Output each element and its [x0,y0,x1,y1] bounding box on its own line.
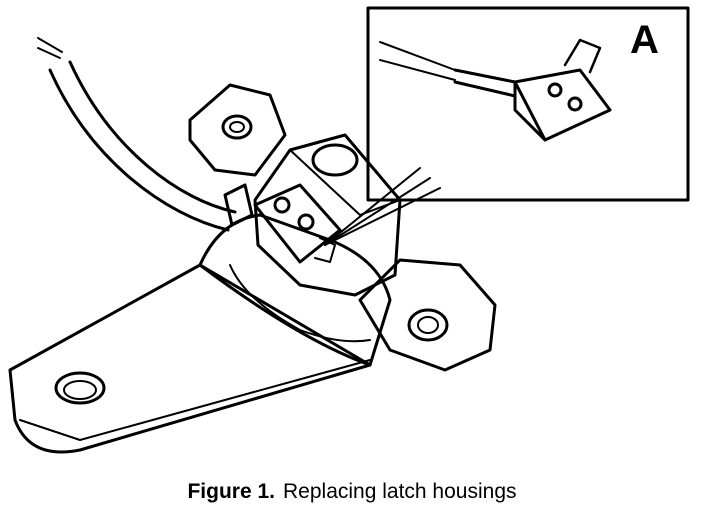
housing-top-hole [311,143,359,177]
figure-caption-text: Replacing latch housings [283,480,517,503]
lower-ear-hole-inner [417,316,439,334]
cable [37,37,237,232]
figure-caption: Figure 1. Replacing latch housings [0,480,704,504]
detail-leader [324,167,441,246]
upper-mount-ear [188,83,287,177]
wire-clip [223,183,254,227]
lower-ear-hole [407,308,449,342]
bracket-mount-hole-inner [63,380,97,400]
inset-switch-detail [379,38,612,142]
latch-switch [253,183,342,264]
mount-pedestal [198,213,392,367]
lower-mount-ear [358,258,497,372]
figure-number: Figure 1. [187,480,276,503]
latch-housing-illustration [8,6,690,454]
base-bracket [8,263,372,454]
detail-inset-frame [366,6,690,202]
bracket-mount-hole [54,371,106,405]
inset-label-a: A [630,18,659,62]
base-bracket-edge [19,359,371,441]
upper-ear-hole [221,114,253,140]
pedestal-curve [229,264,371,343]
upper-ear-hole-inner [229,121,245,133]
